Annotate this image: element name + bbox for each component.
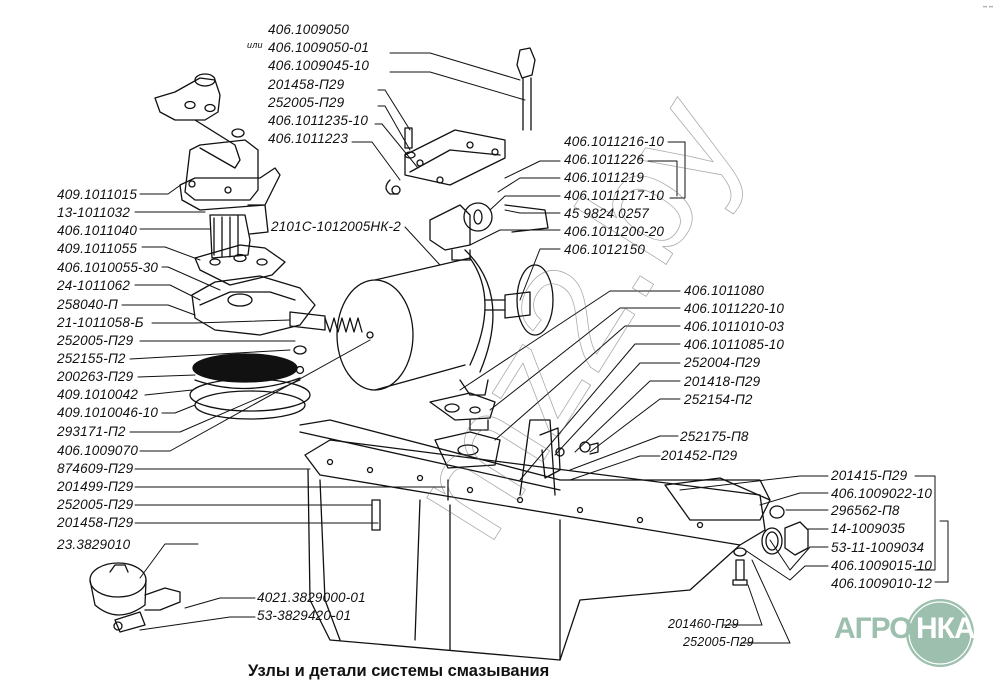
label-part-left-2: 406.1011040 [57, 223, 138, 238]
label-part-left-18: 201458-П29 [57, 515, 134, 530]
label-part-right-middle-7: 252175-П8 [680, 429, 749, 444]
label-part-right-middle-1: 406.1011220-10 [684, 301, 785, 316]
label-part-left-14: 406.1009070 [57, 443, 139, 458]
label-part-right-middle-5: 201418-П29 [684, 374, 761, 389]
label-part-right-middle-8: 201452-П29 [661, 448, 738, 463]
label-part-right-lower-2: 296562-П8 [831, 503, 900, 518]
label-part-left-12: 409.1010046-10 [57, 405, 159, 420]
label-part-left-0: 409.1011015 [57, 187, 138, 202]
label-part-right-upper-1: 406.1011226 [564, 152, 645, 167]
label-sensor-part-0: 4021.3829000-01 [257, 590, 366, 605]
agronka-logo: АГРО НКА [830, 598, 990, 678]
top-cover-and-dipstick [385, 47, 536, 195]
pressure-sensor [89, 562, 181, 633]
logo-text-right: НКА [916, 612, 976, 645]
oil-pan [299, 419, 771, 661]
corner-mark: •• •• [983, 5, 994, 11]
label-part-top-0: 406.1009050 [268, 22, 350, 37]
label-part-left-11: 409.1010042 [57, 387, 139, 402]
label-part-top-2: 406.1009045-10 [268, 58, 370, 73]
label-part-left-15: 874609-П29 [57, 461, 134, 476]
oil-pump-body [154, 73, 281, 259]
label-part-right-lower-0: 201415-П29 [831, 468, 908, 483]
label-part-top-1: 406.1009050-01 [268, 40, 370, 55]
label-drain-1: 252005-П29 [683, 635, 754, 649]
label-part-left-6: 258040-П [57, 297, 118, 312]
label-drain-0: 201460-П29 [668, 617, 739, 631]
label-part-right-middle-4: 252004-П29 [684, 355, 761, 370]
label-part-right-middle-0: 406.1011080 [684, 283, 765, 298]
label-part-center: 2101С-1012005НК-2 [271, 219, 401, 234]
label-sensor: 23.3829010 [57, 537, 131, 552]
label-part-top-3: 201458-П29 [268, 77, 345, 92]
pump-cover [189, 244, 363, 420]
label-part-left-13: 293171-П2 [57, 424, 126, 439]
label-or: или [247, 40, 263, 50]
logo-text-left: АГРО [834, 612, 913, 645]
logo-circle-icon [906, 599, 974, 667]
label-part-right-upper-6: 406.1012150 [564, 242, 646, 257]
label-part-right-lower-4: 53-11-1009034 [831, 540, 925, 555]
label-part-right-lower-3: 14-1009035 [831, 521, 906, 536]
label-part-top-5: 406.1011235-10 [268, 113, 369, 128]
label-part-left-3: 409.1011055 [57, 241, 138, 256]
label-part-right-lower-6: 406.1009010-12 [831, 576, 933, 591]
label-part-right-middle-3: 406.1011085-10 [684, 337, 785, 352]
label-part-left-17: 252005-П29 [57, 497, 134, 512]
label-part-right-lower-1: 406.1009022-10 [831, 486, 933, 501]
diagram-caption: Узлы и детали системы смазывания [248, 662, 550, 680]
label-part-top-6: 406.1011223 [268, 131, 349, 146]
leader-lines [121, 52, 949, 644]
label-part-right-lower-5: 406.1009015-10 [831, 558, 933, 573]
label-part-left-4: 406.1010055-30 [57, 260, 159, 275]
label-part-left-5: 24-1011062 [57, 278, 131, 293]
label-part-top-4: 252005-П29 [268, 95, 345, 110]
oil-filter [336, 202, 554, 469]
label-part-right-upper-5: 406.1011200-20 [564, 224, 665, 239]
label-part-left-10: 200263-П29 [57, 369, 134, 384]
label-part-right-upper-3: 406.1011217-10 [564, 188, 665, 203]
drain-plug-parts [732, 505, 809, 586]
label-part-right-upper-4: 45 9824 0257 [564, 206, 649, 221]
label-part-left-1: 13-1011032 [57, 205, 131, 220]
label-part-right-middle-6: 252154-П2 [684, 392, 753, 407]
label-part-right-upper-0: 406.1011216-10 [564, 134, 665, 149]
label-part-left-9: 252155-П2 [57, 351, 126, 366]
label-part-left-7: 21-1011058-Б [57, 315, 144, 330]
label-part-left-16: 201499-П29 [57, 479, 134, 494]
label-part-left-8: 252005-П29 [57, 333, 134, 348]
label-part-right-upper-2: 406.1011219 [564, 170, 645, 185]
label-part-right-middle-2: 406.1011010-03 [684, 319, 785, 334]
label-sensor-part-1: 53-3829420-01 [257, 608, 352, 623]
